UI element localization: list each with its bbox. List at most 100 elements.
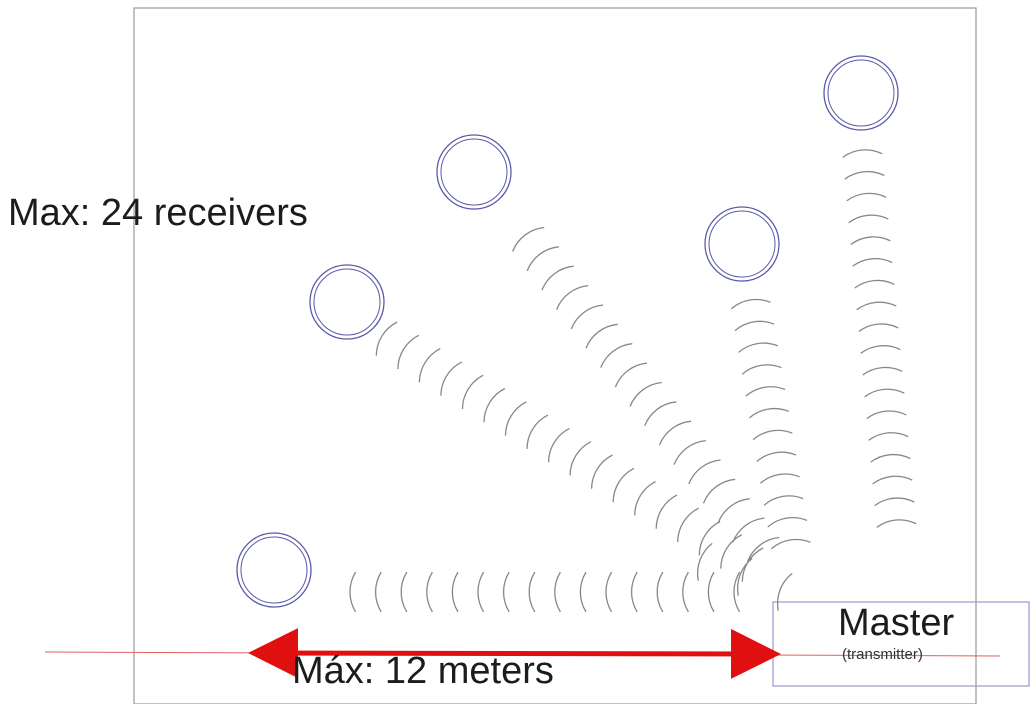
- signal-arc: [733, 571, 741, 613]
- signal-arc: [418, 348, 441, 383]
- signal-arc: [717, 498, 750, 523]
- signal-arc: [866, 410, 907, 420]
- receiver-4-ring: [704, 206, 780, 282]
- max-distance-label: Máx: 12 meters: [292, 650, 554, 692]
- signal-arc: [767, 516, 808, 528]
- signal-arc: [858, 323, 899, 333]
- signal-arc: [702, 478, 736, 504]
- signal-arc: [777, 572, 793, 611]
- signal-arc: [375, 321, 398, 356]
- signal-arc: [872, 475, 913, 485]
- signal-arc: [860, 345, 901, 354]
- signal-arc: [752, 429, 793, 441]
- signal-arc: [526, 246, 559, 272]
- signal-arc: [697, 542, 713, 581]
- signal-arc: [426, 571, 433, 613]
- distance-arrow: [248, 628, 781, 679]
- signal-arc: [763, 495, 804, 506]
- signal-arc: [614, 362, 648, 388]
- receiver-1-ring: [240, 536, 308, 604]
- signal-arc: [732, 517, 765, 543]
- signal-arc: [585, 323, 618, 349]
- receiver-2-ring: [309, 264, 385, 340]
- signal-arc: [854, 279, 895, 289]
- receiver-5-ring: [827, 59, 895, 127]
- signal-arc: [547, 427, 570, 463]
- signal-arc: [746, 536, 780, 562]
- signal-arc: [745, 386, 786, 397]
- master-subtitle: (transmitter): [842, 646, 923, 663]
- signal-arc: [677, 507, 699, 543]
- signal-arc: [483, 387, 506, 423]
- signal-arc: [634, 481, 656, 516]
- signal-arc: [741, 364, 782, 375]
- signal-arc: [864, 388, 905, 398]
- signal-arc: [630, 571, 638, 613]
- signal-arc: [629, 381, 662, 407]
- receiver-4: [704, 206, 780, 282]
- signal-arc: [600, 343, 633, 368]
- signal-arc: [756, 451, 797, 462]
- signal-arc: [570, 304, 604, 330]
- signal-arc: [673, 439, 706, 465]
- receiver-1: [236, 532, 312, 608]
- receiver-5-ring: [823, 55, 899, 131]
- signal-arc: [848, 214, 889, 224]
- receivers: [236, 55, 899, 608]
- max-receivers-label: Max: 24 receivers: [8, 192, 308, 234]
- signal-arc: [528, 571, 536, 613]
- signal-arc: [730, 298, 771, 310]
- signal-arc: [862, 366, 903, 376]
- signal-arc: [850, 236, 891, 246]
- signal-arc: [374, 571, 382, 613]
- receiver-1-ring: [236, 532, 312, 608]
- signal-arc: [569, 441, 592, 476]
- signal-arc: [451, 571, 459, 613]
- signal-arc: [688, 459, 721, 485]
- signal-arc: [605, 571, 613, 613]
- signal-arc: [759, 473, 800, 484]
- signal-arc: [734, 320, 775, 332]
- signal-arc: [644, 401, 677, 427]
- signal-arc: [868, 432, 909, 441]
- signal-arc: [698, 520, 721, 556]
- signal-arc: [846, 192, 887, 202]
- signal-arc: [579, 571, 587, 613]
- signal-arc: [655, 494, 678, 529]
- signal-arc: [720, 534, 742, 569]
- receiver-3-ring: [440, 138, 508, 206]
- receiver-3: [436, 134, 512, 210]
- signal-arc: [349, 571, 357, 613]
- signal-arc: [461, 374, 484, 410]
- signal-arc: [682, 571, 689, 613]
- signal-arc: [504, 401, 527, 436]
- signal-arc: [511, 226, 545, 252]
- receiver-2-ring: [313, 268, 381, 336]
- signal-arc: [400, 571, 408, 613]
- signal-arc: [477, 571, 485, 613]
- signal-arc: [707, 571, 715, 613]
- signal-arc: [397, 334, 419, 370]
- signal-arc: [749, 407, 789, 419]
- signal-arc: [874, 497, 915, 507]
- signal-arc: [502, 571, 510, 613]
- master-label: Master: [838, 602, 955, 644]
- receiver-2: [309, 264, 385, 340]
- signal-arc: [842, 149, 883, 158]
- signal-arc: [612, 467, 635, 503]
- signal-arc: [870, 453, 911, 463]
- signal-arc: [590, 454, 613, 489]
- signal-arc: [770, 538, 811, 550]
- signal-arc: [856, 301, 897, 311]
- signal-arc: [656, 571, 664, 613]
- signal-arc: [876, 519, 917, 528]
- signal-arc: [440, 361, 463, 396]
- signal-arc: [844, 170, 885, 180]
- signal-arc: [852, 258, 893, 267]
- signal-arc: [738, 342, 779, 353]
- signal-arc: [526, 414, 549, 449]
- signal-arc: [555, 284, 589, 310]
- signal-arc: [554, 571, 561, 613]
